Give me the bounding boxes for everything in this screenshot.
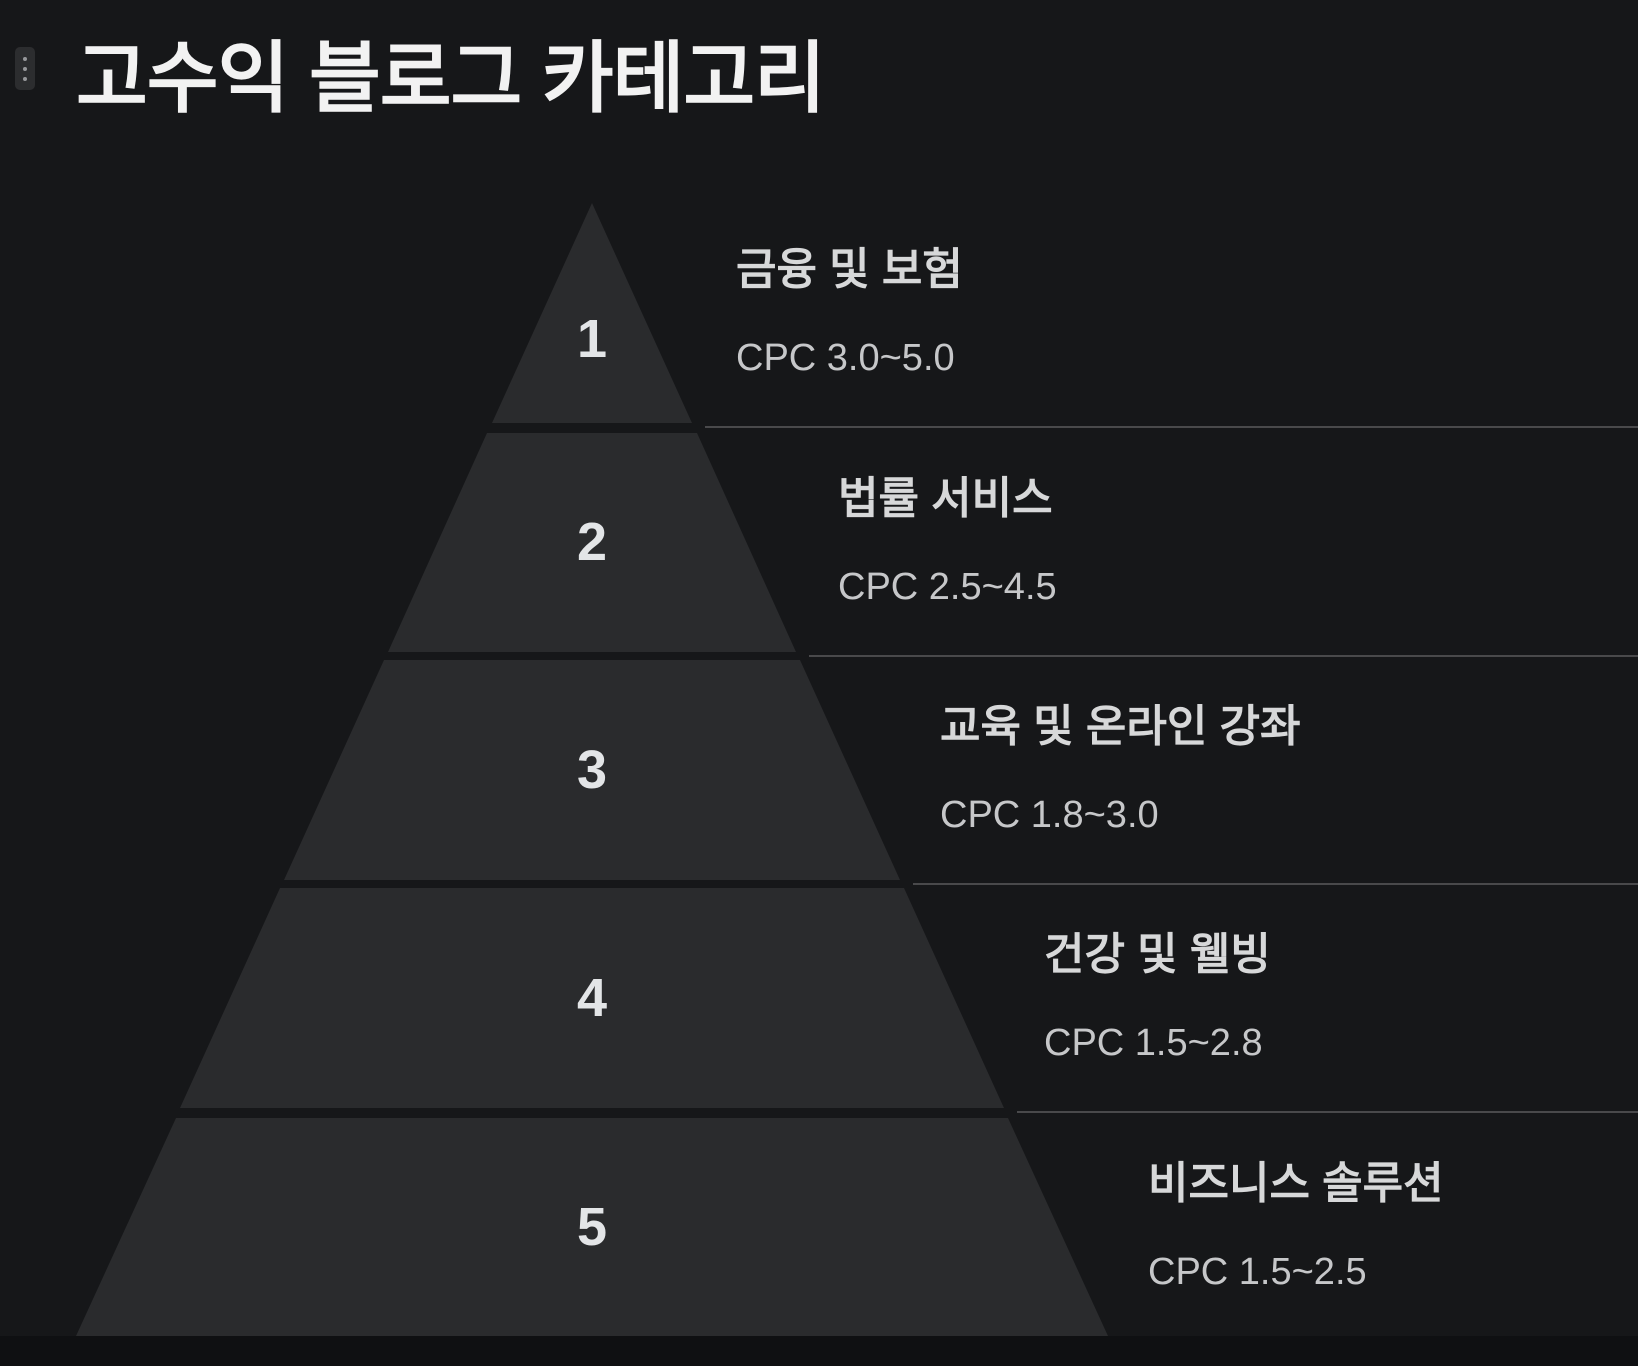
level-3-divider	[913, 883, 1638, 885]
drag-handle-dot	[23, 66, 27, 71]
page-title[interactable]: 고수익 블로그 카테고리	[76, 34, 826, 122]
level-4-title: 건강 및 웰빙	[1044, 930, 1271, 979]
level-4-number: 4	[576, 968, 608, 1028]
bottom-strip	[0, 1336, 1638, 1366]
level-1-title: 금융 및 보험	[736, 245, 963, 294]
pyramid-level-2-shape	[388, 433, 796, 652]
level-4-divider	[1017, 1111, 1638, 1113]
level-2-cpc: CPC 2.5~4.5	[838, 566, 1057, 608]
level-3-cpc: CPC 1.8~3.0	[940, 794, 1159, 836]
level-2-divider	[809, 655, 1638, 657]
level-3-number: 3	[576, 740, 608, 800]
drag-handle-dot	[23, 76, 27, 81]
pyramid-level-4-shape	[180, 888, 1004, 1108]
level-2-number: 2	[576, 512, 608, 572]
level-3-title: 교육 및 온라인 강좌	[940, 702, 1301, 751]
level-5-number: 5	[576, 1197, 608, 1257]
pyramid-level-3-shape	[284, 660, 900, 880]
pyramid-level-5-shape	[76, 1118, 1108, 1336]
drag-handle-icon[interactable]	[15, 47, 35, 90]
level-5-title: 비즈니스 솔루션	[1148, 1159, 1444, 1208]
drag-handle-dot	[23, 56, 27, 61]
level-1-cpc: CPC 3.0~5.0	[736, 337, 955, 379]
level-5-cpc: CPC 1.5~2.5	[1148, 1251, 1367, 1293]
level-4-cpc: CPC 1.5~2.8	[1044, 1022, 1263, 1064]
level-2-title: 법률 서비스	[838, 474, 1053, 523]
level-1-divider	[705, 426, 1638, 428]
pyramid-level-1-shape	[492, 203, 692, 423]
level-1-number: 1	[576, 309, 608, 369]
